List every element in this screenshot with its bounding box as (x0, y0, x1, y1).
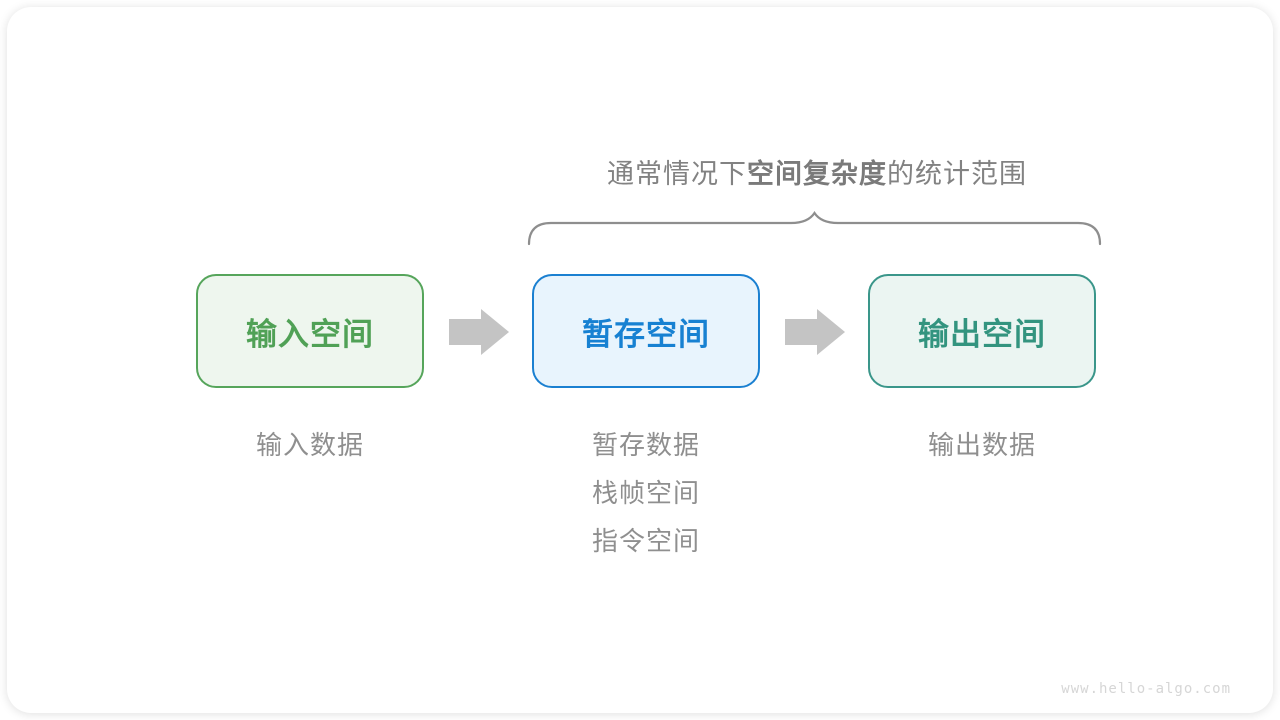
scope-title: 通常情况下空间复杂度的统计范围 (527, 152, 1107, 191)
scope-title-prefix: 通常情况下 (607, 159, 747, 189)
scope-title-bold: 空间复杂度 (747, 159, 887, 189)
caption-line: 暂存数据 (591, 430, 700, 460)
caption-line: 栈帧空间 (591, 478, 700, 508)
caption-output: 输出数据 (868, 421, 1096, 469)
box-temporary-space: 暂存空间 (532, 274, 760, 388)
box-input-space-label: 输入空间 (246, 316, 374, 352)
caption-line: 输出数据 (927, 430, 1036, 460)
watermark: www.hello-algo.com (1061, 681, 1231, 697)
box-output-space: 输出空间 (868, 274, 1096, 388)
brace-icon (527, 211, 1102, 246)
box-temporary-space-label: 暂存空间 (582, 316, 710, 352)
diagram-card: 通常情况下空间复杂度的统计范围 输入空间 暂存空间 输出空间 输入数据 暂存数据… (7, 7, 1273, 713)
arrow-right-icon (785, 309, 845, 355)
box-input-space: 输入空间 (196, 274, 424, 388)
caption-input: 输入数据 (196, 421, 424, 469)
caption-line: 指令空间 (591, 526, 700, 556)
caption-temporary: 暂存数据 栈帧空间 指令空间 (532, 421, 760, 565)
caption-line: 输入数据 (255, 430, 364, 460)
arrow-right-icon (449, 309, 509, 355)
box-output-space-label: 输出空间 (918, 316, 1046, 352)
scope-title-suffix: 的统计范围 (887, 159, 1027, 189)
